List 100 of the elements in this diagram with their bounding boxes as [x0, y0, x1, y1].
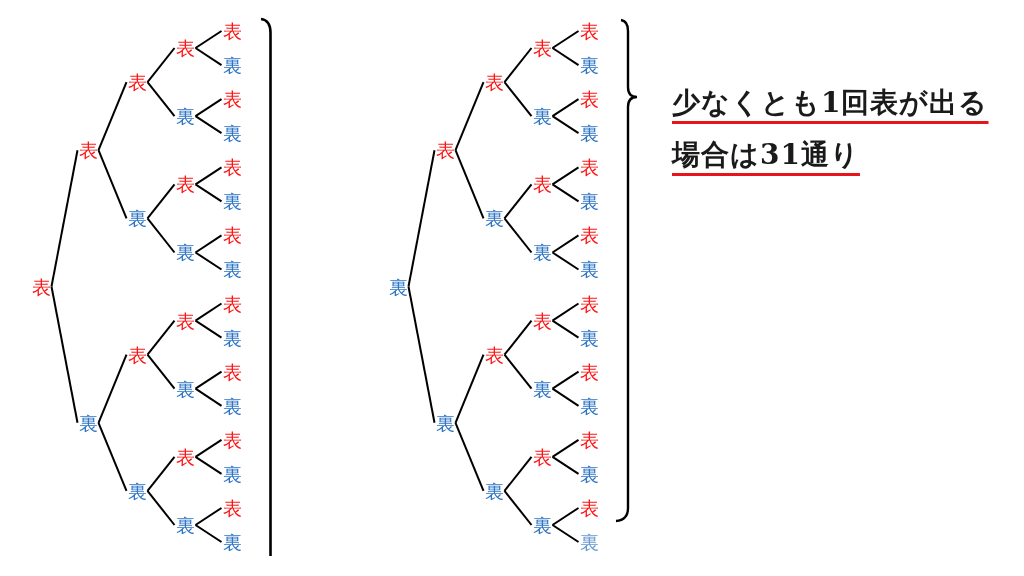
outcome-label: 表	[579, 361, 599, 382]
outcome-label: 表	[31, 276, 51, 297]
outcome-label: 裏	[127, 208, 147, 229]
outcome-label: 表	[222, 89, 242, 110]
branch-line	[194, 319, 223, 339]
branch-line	[97, 353, 128, 424]
branch-line	[194, 251, 223, 271]
branch-line	[551, 115, 580, 135]
branch-line	[454, 81, 485, 152]
branch-line	[146, 47, 176, 84]
branch-line	[194, 438, 223, 458]
outcome-label: 裏	[222, 55, 242, 76]
outcome-label: 表	[222, 21, 242, 41]
branch-line	[194, 183, 223, 203]
branch-line	[551, 234, 580, 254]
outcome-label: 表	[532, 174, 552, 195]
branch-line	[551, 183, 580, 203]
branch-line	[50, 149, 79, 288]
branch-line	[503, 489, 533, 526]
outcome-label: 裏	[127, 480, 147, 501]
branch-line	[194, 370, 223, 390]
branch-line	[50, 285, 79, 424]
branch-line	[503, 319, 533, 356]
outcome-label: 裏	[579, 123, 599, 144]
outcome-label: 裏	[222, 463, 242, 484]
outcome-label: 裏	[579, 395, 599, 416]
branch-line	[551, 166, 580, 186]
outcome-label: 裏	[532, 515, 552, 535]
outcome-label: 裏	[484, 480, 504, 501]
outcome-label: 表	[222, 429, 242, 450]
outcome-label: 表	[222, 225, 242, 246]
branch-line	[551, 302, 580, 322]
outcome-label: 裏	[579, 55, 599, 76]
branch-line	[551, 251, 580, 271]
outcome-label: 表	[532, 38, 552, 59]
outcome-label: 表	[175, 174, 195, 195]
branch-line	[407, 149, 436, 288]
outcome-label: 表	[222, 497, 242, 518]
outcome-label: 表	[532, 446, 552, 467]
branch-line	[503, 353, 533, 390]
outcome-label: 裏	[222, 395, 242, 416]
branch-line	[194, 30, 223, 49]
branch-line	[146, 217, 176, 254]
branch-line	[194, 47, 223, 67]
branch-line	[194, 387, 223, 407]
branch-line	[146, 455, 176, 492]
branch-line	[146, 353, 176, 390]
branch-line	[551, 524, 580, 543]
outcome-label: 表	[532, 310, 552, 331]
branch-line	[454, 421, 485, 492]
outcome-label: 表	[175, 310, 195, 331]
outcome-label: 表	[175, 38, 195, 59]
branch-line	[194, 166, 223, 186]
branch-line	[503, 217, 533, 254]
branch-line	[407, 285, 436, 424]
outcome-label: 裏	[175, 515, 195, 535]
outcome-label: 表	[222, 361, 242, 382]
outcome-label: 表	[579, 157, 599, 178]
branch-line	[194, 302, 223, 322]
outcome-label: 裏	[579, 327, 599, 348]
outcome-label: 表	[579, 89, 599, 110]
outcome-label: 表	[579, 497, 599, 518]
branch-line	[503, 455, 533, 492]
branch-line	[97, 81, 128, 152]
branch-line	[551, 455, 580, 475]
outcome-label: 表	[127, 344, 147, 365]
outcome-label: 表	[222, 157, 242, 178]
branch-line	[551, 47, 580, 67]
outcome-label: 表	[78, 140, 98, 161]
branch-line	[194, 455, 223, 475]
branch-line	[551, 370, 580, 390]
branch-line	[194, 234, 223, 254]
outcome-label: 裏	[579, 532, 599, 553]
outcome-label: 裏	[579, 463, 599, 484]
branch-line	[503, 47, 533, 84]
outcome-label: 裏	[579, 259, 599, 280]
outcome-label: 裏	[484, 208, 504, 229]
outcome-label: 表	[484, 72, 504, 93]
branch-line	[551, 319, 580, 339]
outcome-label: 裏	[175, 242, 195, 263]
outcome-label: 表	[435, 140, 455, 161]
outcome-label: 裏	[175, 106, 195, 127]
branch-line	[194, 115, 223, 135]
branch-line	[146, 183, 176, 220]
branch-line	[551, 98, 580, 118]
branch-line	[146, 81, 176, 118]
branch-line	[454, 353, 485, 424]
outcome-label: 表	[175, 446, 195, 467]
branch-line	[551, 507, 580, 526]
branch-line	[551, 438, 580, 458]
branch-line	[454, 149, 485, 220]
branch-line	[551, 30, 580, 49]
branch-line	[97, 149, 128, 220]
outcome-label: 裏	[579, 191, 599, 212]
branch-line	[194, 507, 223, 526]
outcome-label: 表	[127, 72, 147, 93]
outcome-label: 裏	[222, 532, 242, 553]
outcome-label: 表	[579, 225, 599, 246]
outcome-label: 表	[579, 429, 599, 450]
outcome-label: 裏	[222, 327, 242, 348]
